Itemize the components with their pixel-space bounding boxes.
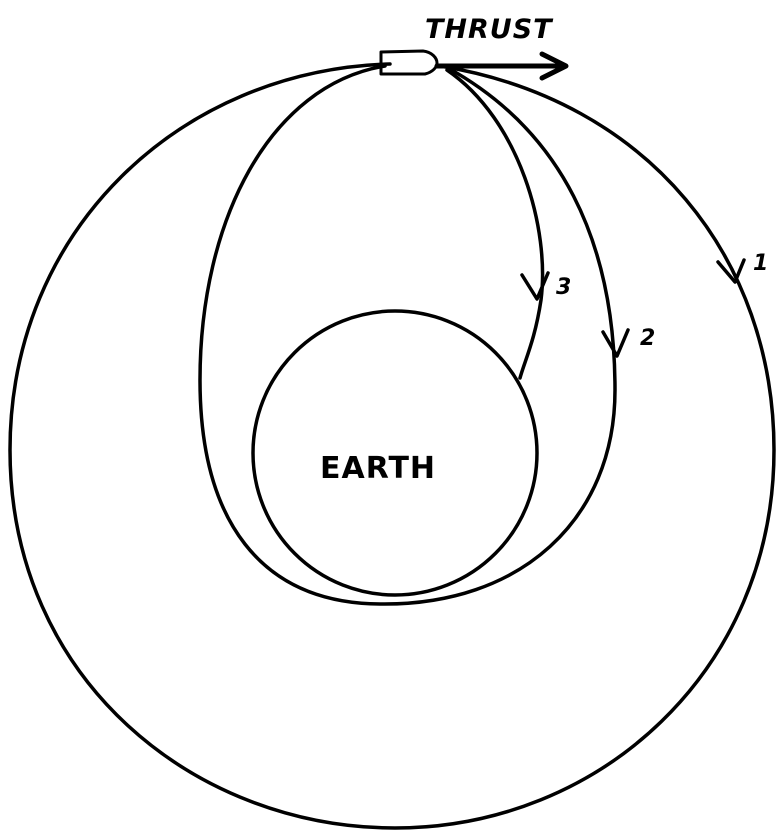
trajectory-3-path xyxy=(447,70,543,378)
trajectory-2-orbit xyxy=(200,66,615,604)
trajectory-2-label: 2 xyxy=(640,326,655,351)
thrust-label: THRUST xyxy=(425,14,554,45)
earth-label: EARTH xyxy=(320,451,436,486)
trajectory-1-orbit xyxy=(10,64,774,828)
trajectory-1-label: 1 xyxy=(753,251,768,276)
trajectory-3-label: 3 xyxy=(556,275,571,300)
trajectory-2-arrow-icon xyxy=(603,330,628,356)
